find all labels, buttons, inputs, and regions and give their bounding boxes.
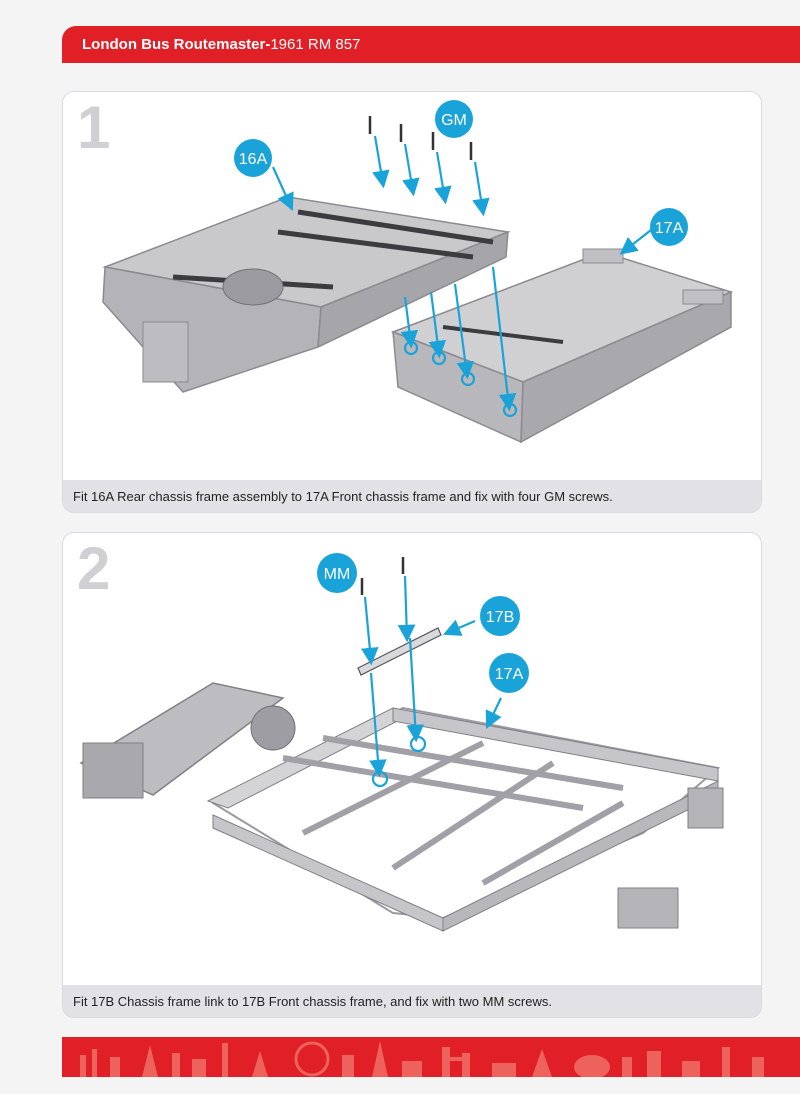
fitting-arrows	[271, 135, 652, 418]
callout-16a: 16A	[234, 139, 272, 177]
callout-mm: MM	[317, 553, 357, 593]
step-2-illustration: MM 17B 17A	[79, 553, 724, 932]
step-1-illustration: GM 16A 17A	[102, 100, 734, 444]
callout-gm-label: GM	[441, 112, 467, 129]
callout-16a-label: 16A	[239, 151, 268, 168]
header-separator: -	[265, 36, 271, 53]
step-2-caption: Fit 17B Chassis frame link to 17B Front …	[63, 985, 761, 1017]
chassis-frame-assembly	[79, 682, 724, 932]
header-title: London Bus Routemaster-1961 RM 857	[82, 36, 360, 53]
callout-17a: 17A	[650, 208, 688, 246]
gm-screws	[368, 116, 473, 160]
step-2-number: 2	[77, 535, 111, 602]
mm-screws	[360, 557, 405, 595]
callout-17a-step2: 17A	[489, 653, 529, 693]
header-bar: London Bus Routemaster-1961 RM 857	[62, 26, 800, 63]
header-model: 1961 RM 857	[270, 36, 361, 53]
front-chassis-frame-17a	[390, 248, 734, 444]
callout-17a-step2-label: 17A	[495, 666, 524, 683]
callout-17b: 17B	[480, 596, 520, 636]
step-1-number: 1	[77, 94, 111, 161]
step-1-caption: Fit 16A Rear chassis frame assembly to 1…	[63, 480, 761, 512]
fitting-arrows-step-2	[361, 575, 502, 788]
rear-chassis-frame-16a	[102, 196, 511, 393]
step-2-panel: 2	[62, 532, 762, 1018]
callout-17a-label: 17A	[655, 220, 684, 237]
footer-bar	[62, 1037, 800, 1079]
callout-gm: GM	[435, 100, 473, 138]
step-1-panel: 1	[62, 91, 762, 513]
london-skyline-graphic	[80, 1041, 764, 1079]
callout-17b-label: 17B	[486, 609, 514, 626]
callout-mm-label: MM	[324, 566, 351, 583]
header-brand: London Bus Routemaster	[82, 36, 266, 53]
